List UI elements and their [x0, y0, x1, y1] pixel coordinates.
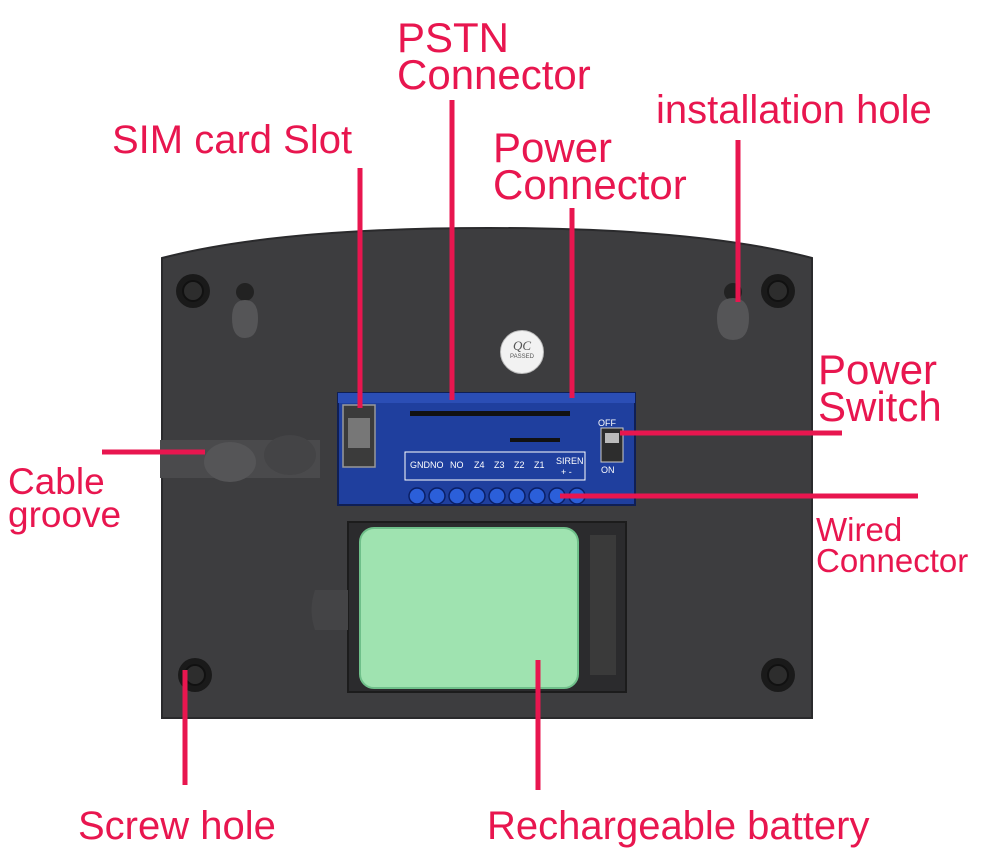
- pstn-label-line2: Connector: [397, 50, 591, 98]
- terminal-label-4: Z4: [474, 460, 485, 470]
- screw-hole-top-left: [176, 274, 210, 308]
- wired-connector-label-line2: Connector: [816, 542, 969, 580]
- qc-mark: QC: [512, 338, 532, 353]
- cable-groove-label: Cable groove: [8, 461, 122, 536]
- qc-passed-sticker: QC PASSED: [500, 330, 544, 374]
- terminal-label-5: Z3: [494, 460, 505, 470]
- installation-hole-label: installation hole: [656, 88, 932, 132]
- cable-groove-label-line2: groove: [8, 494, 122, 536]
- switch-on-text: ON: [601, 465, 615, 475]
- power-connector-label-line2: Connector: [493, 160, 687, 208]
- terminal-label-3: NO: [450, 460, 464, 470]
- power-connector-label: Power Connector: [493, 124, 687, 208]
- screw-hole-label: Screw hole: [78, 804, 276, 848]
- wired-connector-label-line1: Wired: [816, 511, 903, 548]
- switch-off-text: OFF: [598, 418, 616, 428]
- wired-connector-terminals: [408, 487, 586, 505]
- screw-hole-top-right: [761, 274, 795, 308]
- terminal-label-2: NO: [430, 460, 444, 470]
- siren-label: SIREN: [556, 456, 584, 466]
- power-switch-label-line1: Power: [818, 346, 938, 393]
- rechargeable-battery-label: Rechargeable battery: [487, 804, 870, 848]
- pcb-board: [337, 392, 636, 506]
- cable-groove-label-line1: Cable: [8, 461, 105, 502]
- pstn-label-line1: PSTN: [397, 14, 510, 61]
- siren-polarity-label: + -: [561, 467, 572, 477]
- terminal-label-7: Z1: [534, 460, 545, 470]
- rechargeable-battery-pack: [359, 527, 579, 689]
- terminal-label-6: Z2: [514, 460, 525, 470]
- power-connector-label-line1: Power: [493, 124, 613, 171]
- sim-card-slot-label: SIM card Slot: [112, 118, 353, 162]
- terminal-label-1: GND: [410, 460, 430, 470]
- power-switch-label-line2: Switch: [818, 382, 942, 430]
- pstn-connector-label: PSTN Connector: [397, 14, 591, 98]
- installation-hole-left: [232, 283, 258, 338]
- wired-connector-label: Wired Connector: [816, 511, 969, 580]
- screw-hole-bottom-right: [761, 658, 795, 692]
- header-pins: [410, 411, 570, 442]
- leader-lines: [102, 100, 918, 790]
- qc-passed-text: PASSED: [510, 354, 534, 360]
- power-switch-label: Power Switch: [818, 346, 942, 430]
